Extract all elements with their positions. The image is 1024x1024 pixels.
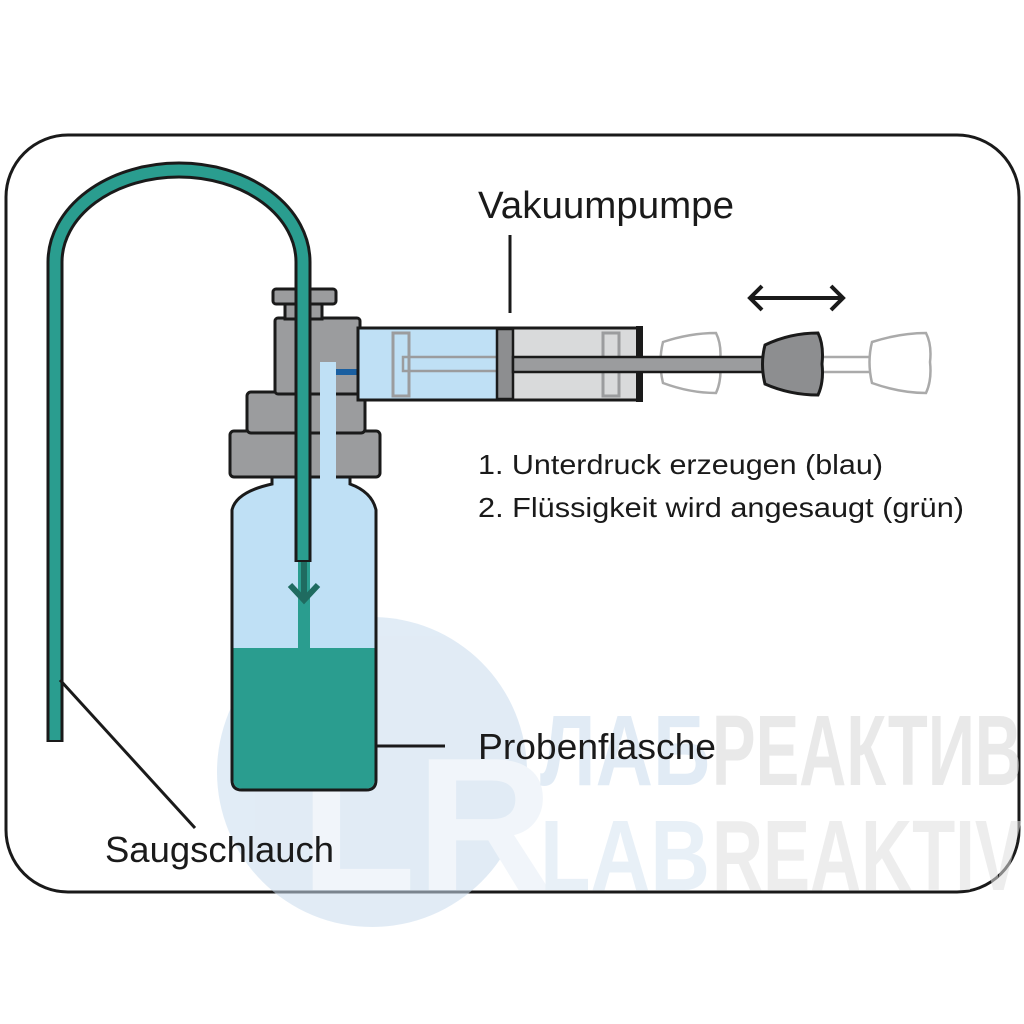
air-channel [320,362,336,492]
piston-rod [511,355,767,374]
watermark-line2-a: LAB [540,800,710,912]
push-pull-arrow-icon [747,284,846,312]
watermark-line1-a: ЛАБ [540,695,710,807]
label-suction-hose: Saugschlauch [105,829,334,870]
handle-ghost-left [659,331,722,395]
step-1-text: 1. Unterdruck erzeugen (blau) [478,449,883,480]
pump-handle [761,331,824,397]
label-sample-bottle: Probenflasche [478,726,716,767]
step-2-text: 2. Flüssigkeit wird angesaugt (grün) [478,492,964,523]
bottle-liquid [233,648,375,789]
suction-hose [49,164,309,740]
piston [495,327,515,401]
liquid-flow-arrow-icon [287,555,321,605]
sample-bottle [230,468,378,792]
watermark-line1-b: РЕАКТИВ [712,695,1022,807]
handle-ghost-right [868,331,932,395]
label-vacuum-pump: Vakuumpumpe [478,185,734,227]
watermark-line2-b: REAKTIV [712,800,1022,912]
